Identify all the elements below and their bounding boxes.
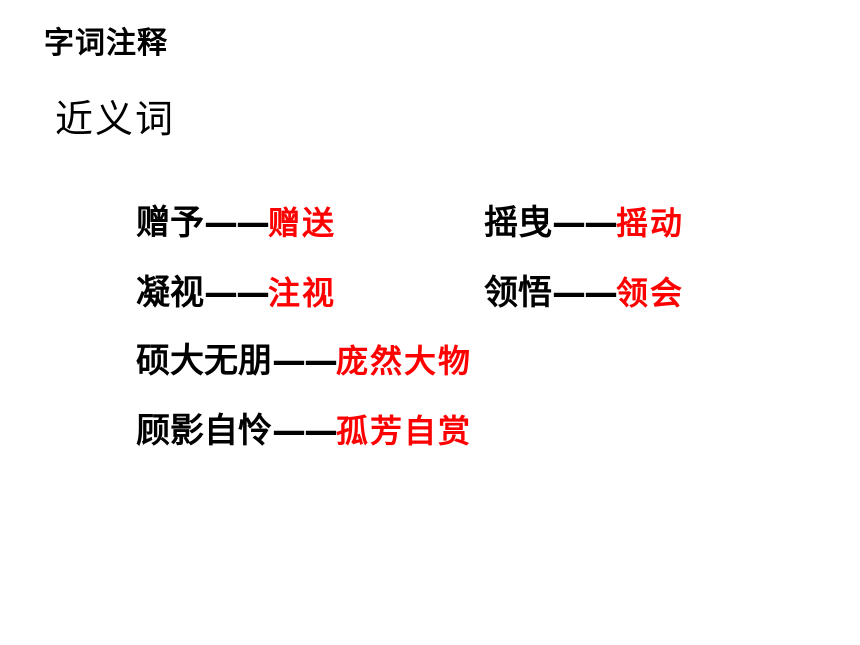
pair-synonym: 摇动 <box>616 204 685 242</box>
pair-dash: —— <box>552 203 618 243</box>
pair-dash: —— <box>204 203 270 243</box>
pair-dash: —— <box>204 273 270 313</box>
pair-term: 领悟 <box>484 273 552 313</box>
synonym-pair: 摇曳 —— 摇动 <box>484 206 684 240</box>
synonym-pair: 顾影自怜 —— 孤芳自赏 <box>136 414 472 448</box>
synonym-pair: 凝视 —— 注视 <box>136 276 336 310</box>
section-heading: 近义词 <box>55 97 176 141</box>
pair-term: 顾影自怜 <box>136 411 272 451</box>
slide-title: 字词注释 <box>44 26 168 61</box>
pair-dash: —— <box>552 273 618 313</box>
pair-synonym: 领会 <box>616 274 685 312</box>
pair-term: 凝视 <box>136 273 204 313</box>
synonym-pair: 领悟 —— 领会 <box>484 276 684 310</box>
synonym-pair: 赠予 —— 赠送 <box>136 206 336 240</box>
pair-term: 摇曳 <box>484 203 552 243</box>
pair-synonym: 庞然大物 <box>336 342 473 380</box>
pair-dash: —— <box>272 341 338 381</box>
pair-synonym: 注视 <box>268 274 337 312</box>
pair-term: 硕大无朋 <box>136 341 272 381</box>
pair-synonym: 孤芳自赏 <box>336 412 473 450</box>
pair-dash: —— <box>272 411 338 451</box>
synonym-pair: 硕大无朋 —— 庞然大物 <box>136 344 472 378</box>
pair-synonym: 赠送 <box>268 204 337 242</box>
pair-term: 赠予 <box>136 203 204 243</box>
